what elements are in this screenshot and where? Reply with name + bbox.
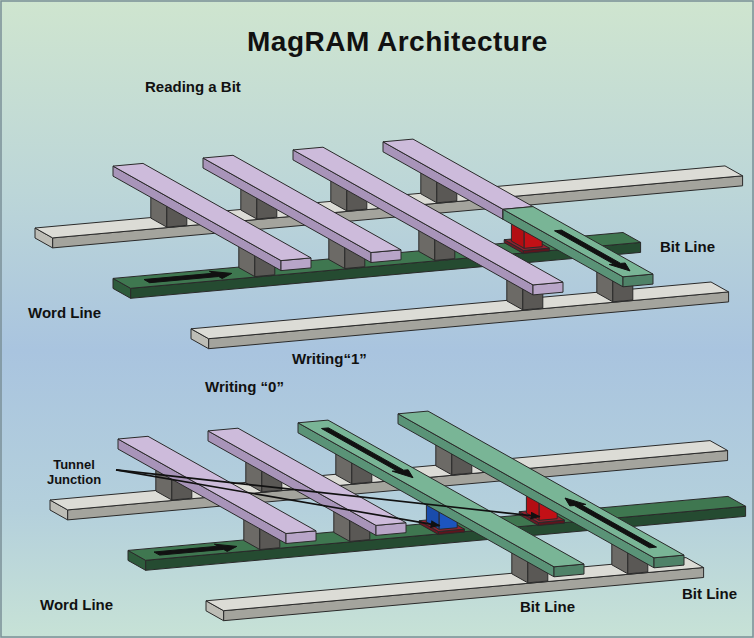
- bit-line-label: Bit Line: [660, 238, 715, 255]
- bit-line-active-side: [298, 423, 554, 577]
- section-label: Writing “0”: [205, 378, 284, 395]
- bit-line-label: Bit Line: [682, 585, 737, 602]
- section-label: Writing“1”: [292, 350, 367, 367]
- bit-line-label: Bit Line: [520, 598, 575, 615]
- current-arrow: [144, 271, 232, 282]
- bit-line-side: [293, 150, 533, 295]
- word-line-label: Word Line: [28, 304, 101, 321]
- bit-line: [383, 139, 533, 209]
- current-arrow: [555, 230, 631, 271]
- ground-rail: [191, 282, 729, 339]
- word-line-label: Word Line: [40, 596, 113, 613]
- bit-line-active: [398, 411, 684, 558]
- diagram-title: MagRAM Architecture: [247, 26, 548, 58]
- tunnel-junction-label: Tunnel Junction: [36, 458, 112, 488]
- bit-line-active-side: [398, 414, 654, 568]
- leader-line: [116, 470, 440, 526]
- current-arrow: [322, 428, 414, 478]
- current-arrow: [154, 544, 237, 555]
- leader-line: [116, 470, 540, 517]
- bit-line-active: [503, 207, 653, 277]
- current-arrow: [565, 498, 657, 548]
- section-label: Reading a Bit: [145, 78, 241, 95]
